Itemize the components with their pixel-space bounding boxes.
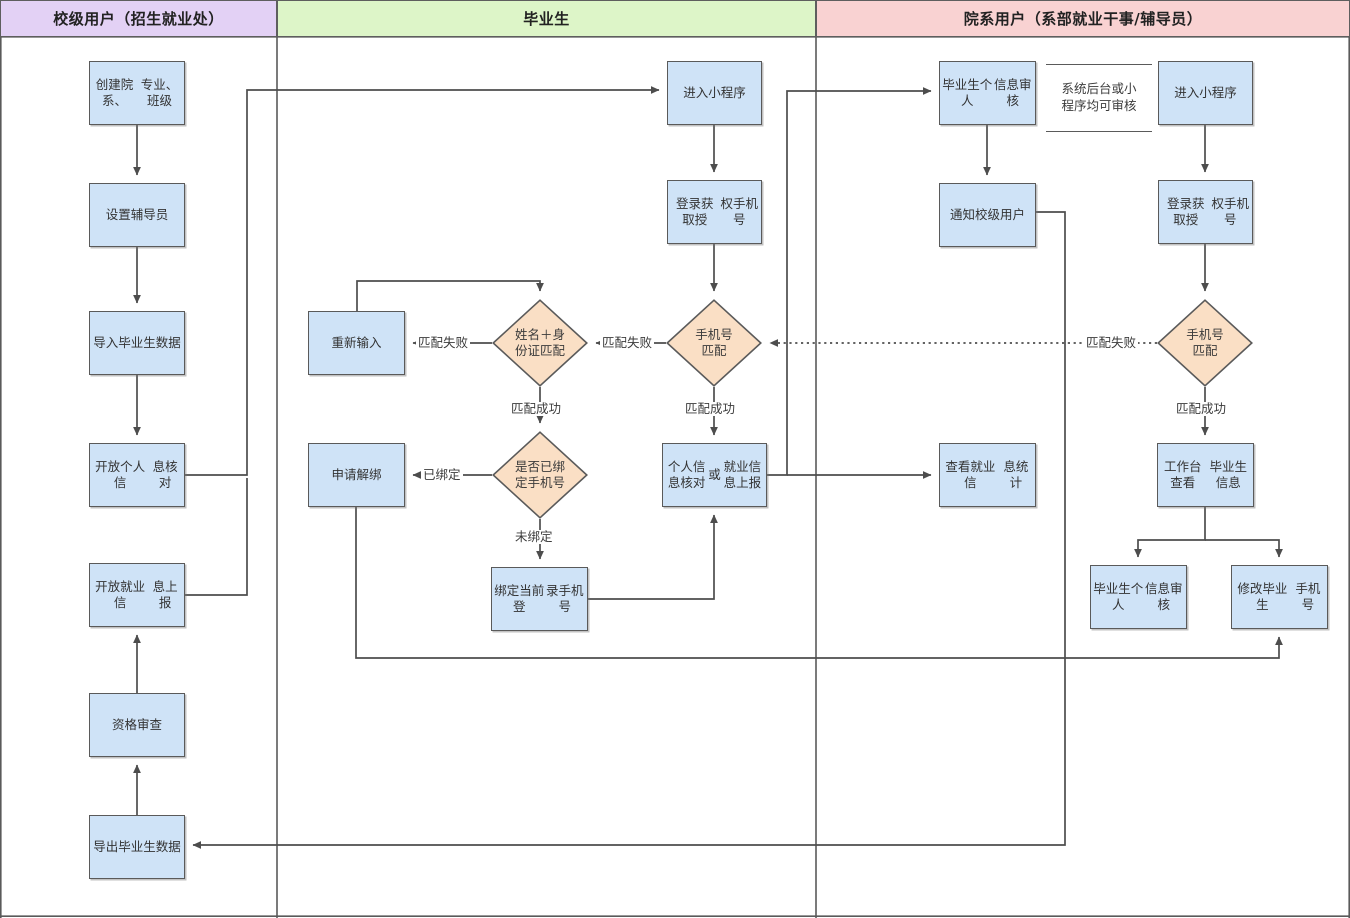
node-line: 权手机号 <box>1211 195 1249 228</box>
process-node[interactable]: 开放个人信息核对 <box>89 443 185 507</box>
edge-label: 匹配成功 <box>509 401 564 416</box>
process-node[interactable]: 修改毕业生手机号 <box>1231 565 1328 629</box>
process-node[interactable]: 绑定当前登录手机号 <box>491 567 588 631</box>
edge-label: 未绑定 <box>513 529 555 544</box>
node-line: 数据 <box>155 334 181 350</box>
edge-label: 匹配成功 <box>683 401 738 416</box>
annotation-note: 系统后台或小程序均可审核 <box>1046 64 1152 132</box>
node-line: 设置辅导员 <box>105 206 169 222</box>
node-line: 毕业生信息 <box>1209 458 1247 491</box>
node-line: 开放就业信 <box>95 578 146 611</box>
node-line: 资格审查 <box>111 716 162 732</box>
decision-node[interactable]: 是否已绑定手机号 <box>492 431 588 519</box>
diamond-shape <box>492 299 588 387</box>
process-node[interactable]: 重新输入 <box>308 311 405 375</box>
node-line: 申请解绑 <box>331 466 382 482</box>
process-node[interactable]: 毕业生个人信息审核 <box>939 61 1036 125</box>
node-line: 登录获取授 <box>1166 195 1205 228</box>
node-line: 息统计 <box>1003 458 1029 491</box>
node-line: 进入小程序 <box>683 84 746 100</box>
node-line: 重新输入 <box>331 334 382 350</box>
lane-label-school: 校级用户（招生就业处） <box>53 10 224 28</box>
node-line: 创建院系、 <box>95 76 134 109</box>
node-line: 工作台查看 <box>1163 458 1202 491</box>
node-line: 导入毕业生 <box>93 334 156 350</box>
node-line: 个人信息核对 <box>667 458 706 491</box>
node-line: 进入小程序 <box>1174 84 1237 100</box>
node-line: 手机号 <box>1295 580 1321 613</box>
edge-label: 匹配失败 <box>1084 335 1139 350</box>
node-line: 毕业生个人 <box>1093 580 1144 613</box>
process-node[interactable]: 创建院系、专业、班级 <box>89 61 185 125</box>
node-line: 数据 <box>155 838 181 854</box>
process-node[interactable]: 通知校级用户 <box>939 183 1036 247</box>
node-line: 查看就业信 <box>945 458 996 491</box>
edge-label: 匹配成功 <box>1174 401 1229 416</box>
lane-header-school: 校级用户（招生就业处） <box>0 0 277 37</box>
lane-header-department: 院系用户（系部就业干事/辅导员） <box>816 0 1350 37</box>
node-line: 修改毕业生 <box>1237 580 1288 613</box>
decision-node[interactable]: 手机号匹配 <box>666 299 762 387</box>
process-node[interactable]: 资格审查 <box>89 693 185 757</box>
process-node[interactable]: 导出毕业生数据 <box>89 815 185 879</box>
node-line: 息上报 <box>152 578 178 611</box>
process-node[interactable]: 开放就业信息上报 <box>89 563 185 627</box>
edge-label: 匹配失败 <box>600 335 655 350</box>
diamond-shape <box>666 299 762 387</box>
edge-label: 匹配失败 <box>416 335 471 350</box>
node-line: 信息审核 <box>994 76 1032 109</box>
diamond-shape <box>1157 299 1253 387</box>
process-node[interactable]: 工作台查看毕业生信息 <box>1157 443 1254 507</box>
process-node[interactable]: 登录获取授权手机号 <box>1158 180 1253 244</box>
node-line: 息核对 <box>152 458 178 491</box>
diamond-shape <box>492 431 588 519</box>
process-node[interactable]: 查看就业信息统计 <box>939 443 1036 507</box>
node-line: 毕业生个人 <box>942 76 993 109</box>
node-line: 录手机号 <box>546 582 584 615</box>
node-line: 或 <box>708 466 721 482</box>
process-node[interactable]: 进入小程序 <box>667 61 762 125</box>
node-line: 户 <box>1012 206 1026 222</box>
node-line: 导出毕业生 <box>93 838 156 854</box>
lane-header-graduate: 毕业生 <box>277 0 816 37</box>
process-node[interactable]: 毕业生个人信息审核 <box>1090 565 1187 629</box>
process-node[interactable]: 个人信息核对或就业信息上报 <box>662 443 767 507</box>
process-node[interactable]: 申请解绑 <box>308 443 405 507</box>
node-line: 就业信息上报 <box>723 458 762 491</box>
node-line: 专业、班级 <box>140 76 179 109</box>
node-line: 开放个人信 <box>95 458 146 491</box>
process-node[interactable]: 登录获取授权手机号 <box>667 180 762 244</box>
process-node[interactable]: 进入小程序 <box>1158 61 1253 125</box>
node-line: 绑定当前登 <box>494 582 545 615</box>
note-line: 程序均可审核 <box>1061 98 1137 113</box>
node-line: 通知校级用 <box>949 206 1013 222</box>
lane-label-graduate: 毕业生 <box>523 10 570 28</box>
decision-node[interactable]: 姓名＋身份证匹配 <box>492 299 588 387</box>
node-line: 登录获取授 <box>675 195 714 228</box>
process-node[interactable]: 设置辅导员 <box>89 183 185 247</box>
process-node[interactable]: 导入毕业生数据 <box>89 311 185 375</box>
edge-label: 已绑定 <box>421 467 463 482</box>
note-line: 系统后台或小 <box>1061 81 1137 97</box>
node-line: 信息审核 <box>1145 580 1183 613</box>
note-text: 系统后台或小程序均可审核 <box>1061 81 1136 115</box>
lane-label-department: 院系用户（系部就业干事/辅导员） <box>963 10 1203 28</box>
decision-node[interactable]: 手机号匹配 <box>1157 299 1253 387</box>
node-line: 权手机号 <box>720 195 758 228</box>
